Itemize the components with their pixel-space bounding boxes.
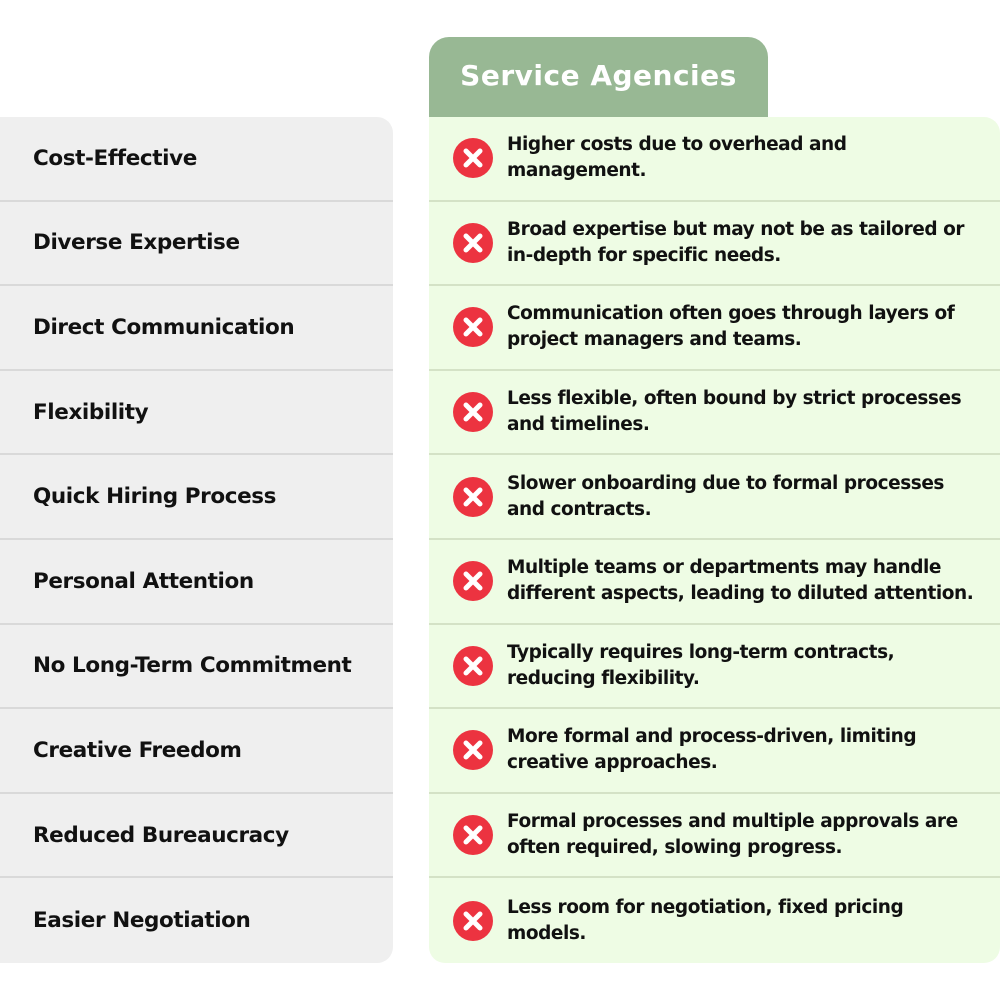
feature-row: Diverse Expertise — [0, 202, 393, 287]
x-circle-icon — [453, 138, 493, 179]
feature-row: Cost-Effective — [0, 117, 393, 202]
agency-row: Multiple teams or departments may handle… — [429, 540, 1000, 625]
agency-comparison-list: Higher costs due to overhead and managem… — [429, 117, 1000, 963]
agency-description: Broad expertise but may not be as tailor… — [507, 218, 965, 266]
agency-description: Formal processes and multiple approvals … — [507, 811, 958, 859]
feature-label: Easier Negotiation — [33, 908, 251, 934]
x-circle-icon — [453, 392, 493, 433]
feature-label: No Long-Term Commitment — [33, 653, 352, 679]
x-circle-icon — [453, 307, 493, 348]
feature-label: Diverse Expertise — [33, 230, 240, 256]
agency-description: Higher costs due to overhead and managem… — [507, 134, 847, 182]
feature-label: Reduced Bureaucracy — [33, 822, 289, 848]
feature-label: Flexibility — [33, 399, 149, 425]
agency-row: Formal processes and multiple approvals … — [429, 794, 1000, 879]
x-circle-icon — [453, 476, 493, 517]
agency-row: Less room for negotiation, fixed pricing… — [429, 878, 1000, 963]
column-header-service-agencies: Service Agencies — [429, 37, 768, 118]
agency-description: Communication often goes through layers … — [507, 303, 955, 351]
agency-row: More formal and process-driven, limiting… — [429, 709, 1000, 794]
agency-description: Less flexible, often bound by strict pro… — [507, 388, 962, 436]
feature-row: Easier Negotiation — [0, 878, 393, 963]
agency-description: Slower onboarding due to formal processe… — [507, 472, 944, 520]
agency-row: Typically requires long-term contracts, … — [429, 625, 1000, 710]
x-circle-icon — [453, 561, 493, 602]
feature-row: Creative Freedom — [0, 709, 393, 794]
feature-label: Personal Attention — [33, 568, 254, 594]
feature-row: Flexibility — [0, 371, 393, 456]
agency-description: Multiple teams or departments may handle… — [507, 557, 974, 605]
agency-row: Slower onboarding due to formal processe… — [429, 455, 1000, 540]
agency-row: Less flexible, often bound by strict pro… — [429, 371, 1000, 456]
feature-label: Creative Freedom — [33, 737, 242, 763]
feature-row: No Long-Term Commitment — [0, 625, 393, 710]
feature-row: Direct Communication — [0, 286, 393, 371]
agency-row: Higher costs due to overhead and managem… — [429, 117, 1000, 202]
feature-row: Personal Attention — [0, 540, 393, 625]
feature-label: Direct Communication — [33, 314, 295, 340]
agency-description: More formal and process-driven, limiting… — [507, 726, 917, 774]
agency-row: Communication often goes through layers … — [429, 286, 1000, 371]
feature-label: Cost-Effective — [33, 145, 197, 171]
feature-label: Quick Hiring Process — [33, 484, 277, 510]
column-header-title: Service Agencies — [460, 59, 737, 92]
x-circle-icon — [453, 730, 493, 771]
feature-row: Quick Hiring Process — [0, 455, 393, 540]
x-circle-icon — [453, 815, 493, 856]
x-circle-icon — [453, 222, 493, 263]
agency-description: Typically requires long-term contracts, … — [507, 641, 895, 689]
x-circle-icon — [453, 900, 493, 941]
feature-row: Reduced Bureaucracy — [0, 794, 393, 879]
agency-description: Less room for negotiation, fixed pricing… — [507, 896, 904, 944]
agency-row: Broad expertise but may not be as tailor… — [429, 202, 1000, 287]
x-circle-icon — [453, 645, 493, 686]
